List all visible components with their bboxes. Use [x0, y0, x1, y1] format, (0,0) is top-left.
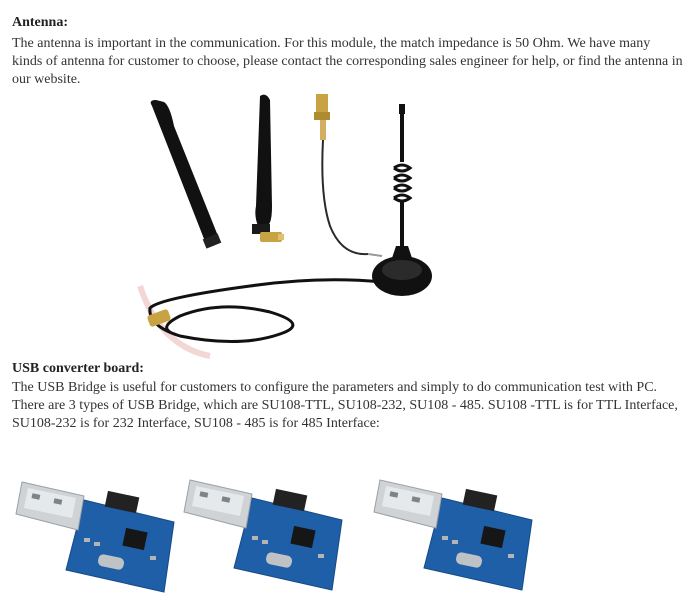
- antenna-description: The antenna is important in the communic…: [12, 36, 683, 87]
- watermark-mark: [137, 285, 211, 359]
- usb-bridge-board-icon: [15, 481, 175, 593]
- usb-description: The USB Bridge is useful for customers t…: [12, 380, 678, 431]
- pigtail-cable-icon: [314, 94, 383, 257]
- usb-bridge-photo: [0, 440, 697, 612]
- antenna-heading: Antenna:: [12, 15, 69, 30]
- antenna-photo: [120, 86, 560, 362]
- magnetic-base-antenna-icon: [147, 104, 432, 344]
- usb-heading: USB converter board:: [12, 361, 144, 376]
- whip-antenna-icon: [252, 94, 284, 242]
- rubber-duck-antenna-icon: [150, 100, 222, 249]
- usb-bridge-board-icon: [183, 479, 343, 591]
- usb-bridge-board-icon: [373, 479, 533, 591]
